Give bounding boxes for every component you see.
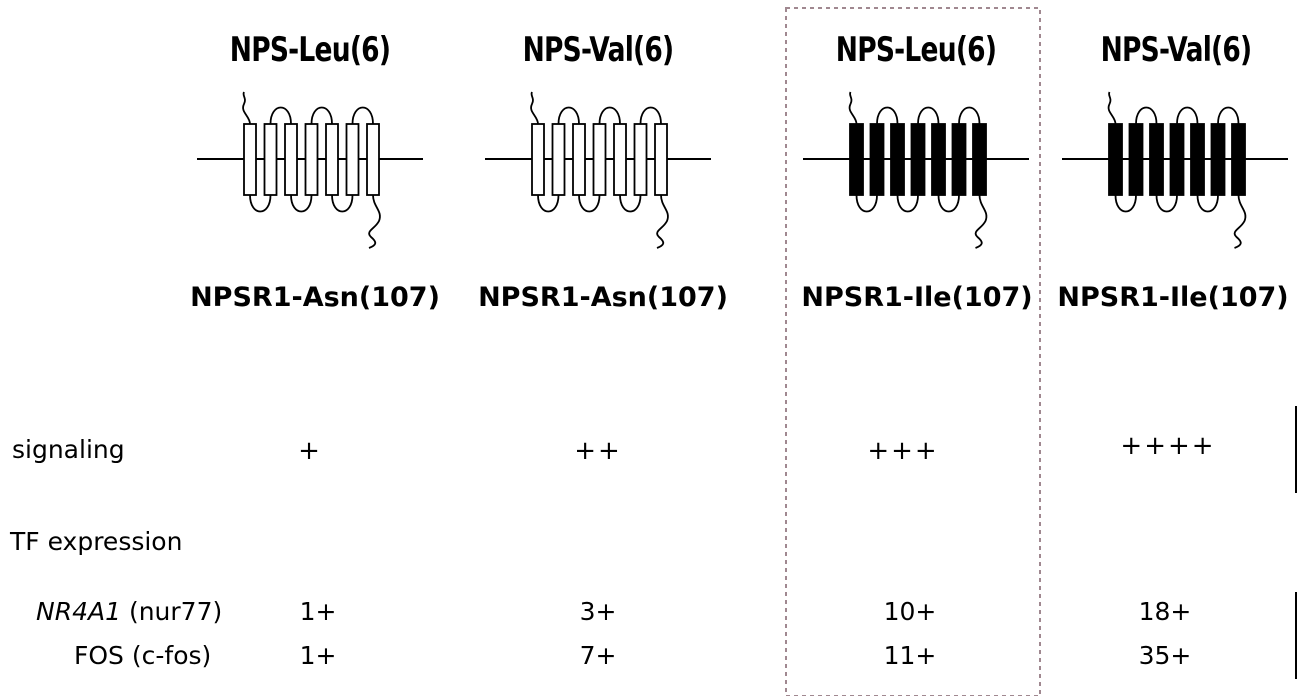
receptor-loop: [1217, 106, 1240, 125]
fos-value-3: 11+: [883, 641, 937, 670]
transmembrane-helix: [869, 123, 885, 196]
receptor-loop: [537, 194, 560, 213]
transmembrane-helix: [325, 123, 339, 196]
receptor-loop: [1176, 106, 1199, 125]
signaling-value-1: +: [298, 436, 322, 466]
receptor-icon-ile-2: [1062, 91, 1288, 249]
transmembrane-helix: [592, 123, 607, 196]
receptor-loop: [269, 106, 292, 125]
receptor-loop: [310, 106, 333, 125]
n-terminus: [848, 91, 858, 125]
transmembrane-helix: [931, 123, 946, 196]
receptor-label-3: NPSR1-Ile(107): [801, 282, 1033, 313]
n-terminus: [242, 91, 251, 125]
nr4a1-alias: (nur77): [121, 597, 223, 626]
signaling-value-4: ++++: [1120, 431, 1216, 461]
transmembrane-helix: [1210, 123, 1226, 196]
transmembrane-helix: [849, 123, 864, 196]
ligand-label-3: NPS-Leu(6): [835, 30, 997, 70]
transmembrane-helix: [345, 123, 360, 196]
transmembrane-helix: [263, 123, 278, 196]
receptor-loop: [557, 106, 580, 125]
c-terminus: [368, 194, 381, 249]
receptor-loop: [1135, 106, 1158, 125]
ligand-label-2: NPS-Val(6): [522, 30, 675, 70]
c-terminus: [656, 194, 669, 249]
transmembrane-helix: [972, 123, 987, 196]
receptor-loop: [578, 194, 601, 213]
transmembrane-helix: [284, 123, 298, 196]
receptor-loop: [290, 194, 313, 213]
transmembrane-helix: [572, 123, 586, 196]
highlight-box: [785, 7, 1041, 696]
receptor-loop: [619, 194, 642, 213]
signaling-label: signaling: [12, 435, 125, 464]
receptor-loop: [855, 194, 878, 213]
receptor-icon-asn-1: [197, 91, 423, 249]
fos-value-2: 7+: [579, 641, 617, 670]
receptor-loop: [1155, 194, 1178, 213]
nr4a1-value-2: 3+: [579, 597, 617, 626]
tf-expression-box: [232, 591, 1297, 680]
transmembrane-helix: [531, 123, 545, 196]
receptor-label-1: NPSR1-Asn(107): [190, 282, 440, 313]
nr4a1-label: NR4A1 (nur77): [36, 597, 222, 626]
fos-value-4: 35+: [1138, 641, 1192, 670]
receptor-loop: [896, 194, 919, 213]
transmembrane-helix: [304, 123, 319, 196]
c-terminus: [974, 194, 988, 249]
receptor-loop: [937, 194, 960, 213]
ligand-label-1: NPS-Leu(6): [229, 30, 391, 70]
fos-value-1: 1+: [299, 641, 337, 670]
transmembrane-helix: [1108, 123, 1123, 196]
n-terminus: [530, 91, 539, 125]
transmembrane-helix: [654, 123, 668, 196]
transmembrane-helix: [1169, 123, 1185, 196]
receptor-loop: [351, 106, 374, 125]
transmembrane-helix: [1190, 123, 1205, 196]
tf-expression-label: TF expression: [10, 527, 183, 556]
receptor-loop: [958, 106, 981, 125]
transmembrane-helix: [1149, 123, 1164, 196]
nr4a1-gene-name: NR4A1: [36, 597, 121, 626]
receptor-loop: [598, 106, 621, 125]
receptor-label-4: NPSR1-Ile(107): [1057, 282, 1289, 313]
n-terminus: [1107, 91, 1117, 125]
transmembrane-helix: [1231, 123, 1246, 196]
c-terminus: [1233, 194, 1247, 249]
transmembrane-helix: [1128, 123, 1144, 196]
receptor-loop: [1196, 194, 1219, 213]
receptor-loop: [249, 194, 272, 213]
transmembrane-helix: [633, 123, 648, 196]
fos-label: FOS (c-fos): [74, 641, 212, 670]
signaling-box: [232, 405, 1297, 494]
receptor-label-2: NPSR1-Asn(107): [478, 282, 728, 313]
receptor-loop: [876, 106, 899, 125]
transmembrane-helix: [890, 123, 905, 196]
receptor-loop: [639, 106, 662, 125]
signaling-value-3: +++: [867, 436, 939, 466]
nr4a1-value-1: 1+: [299, 597, 337, 626]
transmembrane-helix: [910, 123, 926, 196]
nr4a1-value-3: 10+: [883, 597, 937, 626]
transmembrane-helix: [613, 123, 627, 196]
transmembrane-helix: [243, 123, 257, 196]
receptor-loop: [917, 106, 940, 125]
transmembrane-helix: [366, 123, 380, 196]
transmembrane-helix: [951, 123, 967, 196]
receptor-loop: [331, 194, 354, 213]
receptor-icon-ile-1: [803, 91, 1029, 249]
receptor-icon-asn-2: [485, 91, 711, 249]
ligand-label-4: NPS-Val(6): [1100, 30, 1253, 70]
transmembrane-helix: [551, 123, 566, 196]
receptor-loop: [1114, 194, 1137, 213]
nr4a1-value-4: 18+: [1138, 597, 1192, 626]
signaling-value-2: ++: [574, 436, 622, 466]
